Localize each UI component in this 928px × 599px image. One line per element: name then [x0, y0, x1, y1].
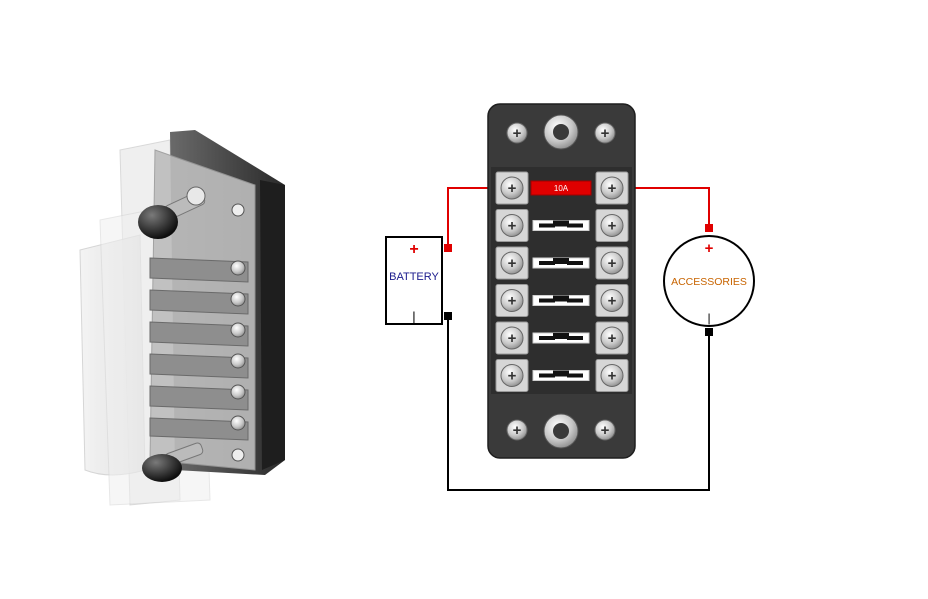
- battery-plus-sign: +: [409, 241, 418, 258]
- svg-text:+: +: [508, 368, 517, 385]
- terminal-left: +: [495, 359, 529, 392]
- terminal-left: +: [495, 246, 529, 280]
- negative-wire-return: [447, 316, 710, 491]
- svg-text:+: +: [608, 255, 617, 272]
- terminal-right: +: [595, 284, 629, 317]
- svg-text:+: +: [508, 293, 517, 310]
- fuse-row: ++: [495, 171, 629, 205]
- svg-text:+: +: [508, 255, 517, 272]
- svg-text:+: +: [508, 180, 517, 197]
- battery-negative-connector: [444, 312, 452, 320]
- battery-label: BATTERY: [389, 271, 439, 283]
- fuse-block-inner-panel: [491, 167, 632, 394]
- svg-text:+: +: [608, 330, 617, 347]
- fuse-slot-empty: [532, 295, 590, 306]
- terminal-left: +: [495, 209, 529, 242]
- svg-text:+: +: [508, 218, 517, 235]
- terminal-right: +: [595, 246, 629, 280]
- svg-text:+: +: [508, 330, 517, 347]
- svg-text:+: +: [513, 125, 522, 142]
- fuse-slot-empty: [532, 332, 590, 344]
- svg-text:+: +: [608, 368, 617, 385]
- fuse-slot-empty: [532, 370, 590, 381]
- accessories-load: + ACCESSORIES |: [663, 235, 755, 327]
- terminal-right: +: [595, 209, 629, 242]
- fuse-slot-empty: [532, 220, 590, 231]
- battery: + BATTERY |: [385, 236, 443, 325]
- fuse-row: ++: [495, 321, 629, 355]
- fuse-block-3d-illustration: [79, 130, 285, 506]
- fuse-row: ++: [495, 284, 629, 317]
- accessories-positive-connector: [705, 224, 713, 232]
- accessories-circle: [663, 235, 755, 327]
- svg-text:+: +: [513, 422, 522, 439]
- terminal-left: +: [495, 321, 529, 355]
- terminal-right: +: [595, 321, 629, 355]
- battery-minus-sign: |: [412, 309, 415, 324]
- svg-text:+: +: [608, 180, 617, 197]
- accessories-label: ACCESSORIES: [671, 276, 747, 288]
- terminal-left: +: [495, 284, 529, 317]
- side-terminals-3d: [230, 203, 246, 462]
- battery-positive-connector: [444, 244, 452, 252]
- fuse-row: ++: [495, 359, 629, 392]
- fuse-strips-3d: [149, 257, 249, 441]
- fuse-block: + + + + ++++++++++++ 10A: [487, 103, 636, 459]
- accessories-plus-sign: +: [705, 240, 714, 257]
- svg-text:+: +: [608, 218, 617, 235]
- fuse-slot-empty: [532, 257, 590, 269]
- fuse-row: ++: [495, 209, 629, 242]
- terminal-right: +: [595, 171, 629, 205]
- terminal-right: +: [595, 359, 629, 392]
- positive-wire-accessories: [612, 187, 710, 228]
- fuse-row: ++: [495, 246, 629, 280]
- svg-text:+: +: [608, 293, 617, 310]
- fuse-installed: [530, 180, 592, 196]
- top-mount: + +: [506, 114, 616, 150]
- top-stud-knob: [138, 186, 206, 239]
- fuse-rows: ++++++++++++: [495, 171, 629, 392]
- bottom-stud-knob: [142, 442, 204, 482]
- accessories-negative-connector: [705, 328, 713, 336]
- terminal-left: +: [495, 171, 529, 205]
- accessories-minus-sign: |: [707, 311, 710, 325]
- svg-text:+: +: [601, 422, 610, 439]
- battery-box: [385, 236, 443, 325]
- fuse-rating-label: 10A: [554, 184, 569, 193]
- svg-text:+: +: [601, 125, 610, 142]
- bottom-mount: + +: [506, 413, 616, 449]
